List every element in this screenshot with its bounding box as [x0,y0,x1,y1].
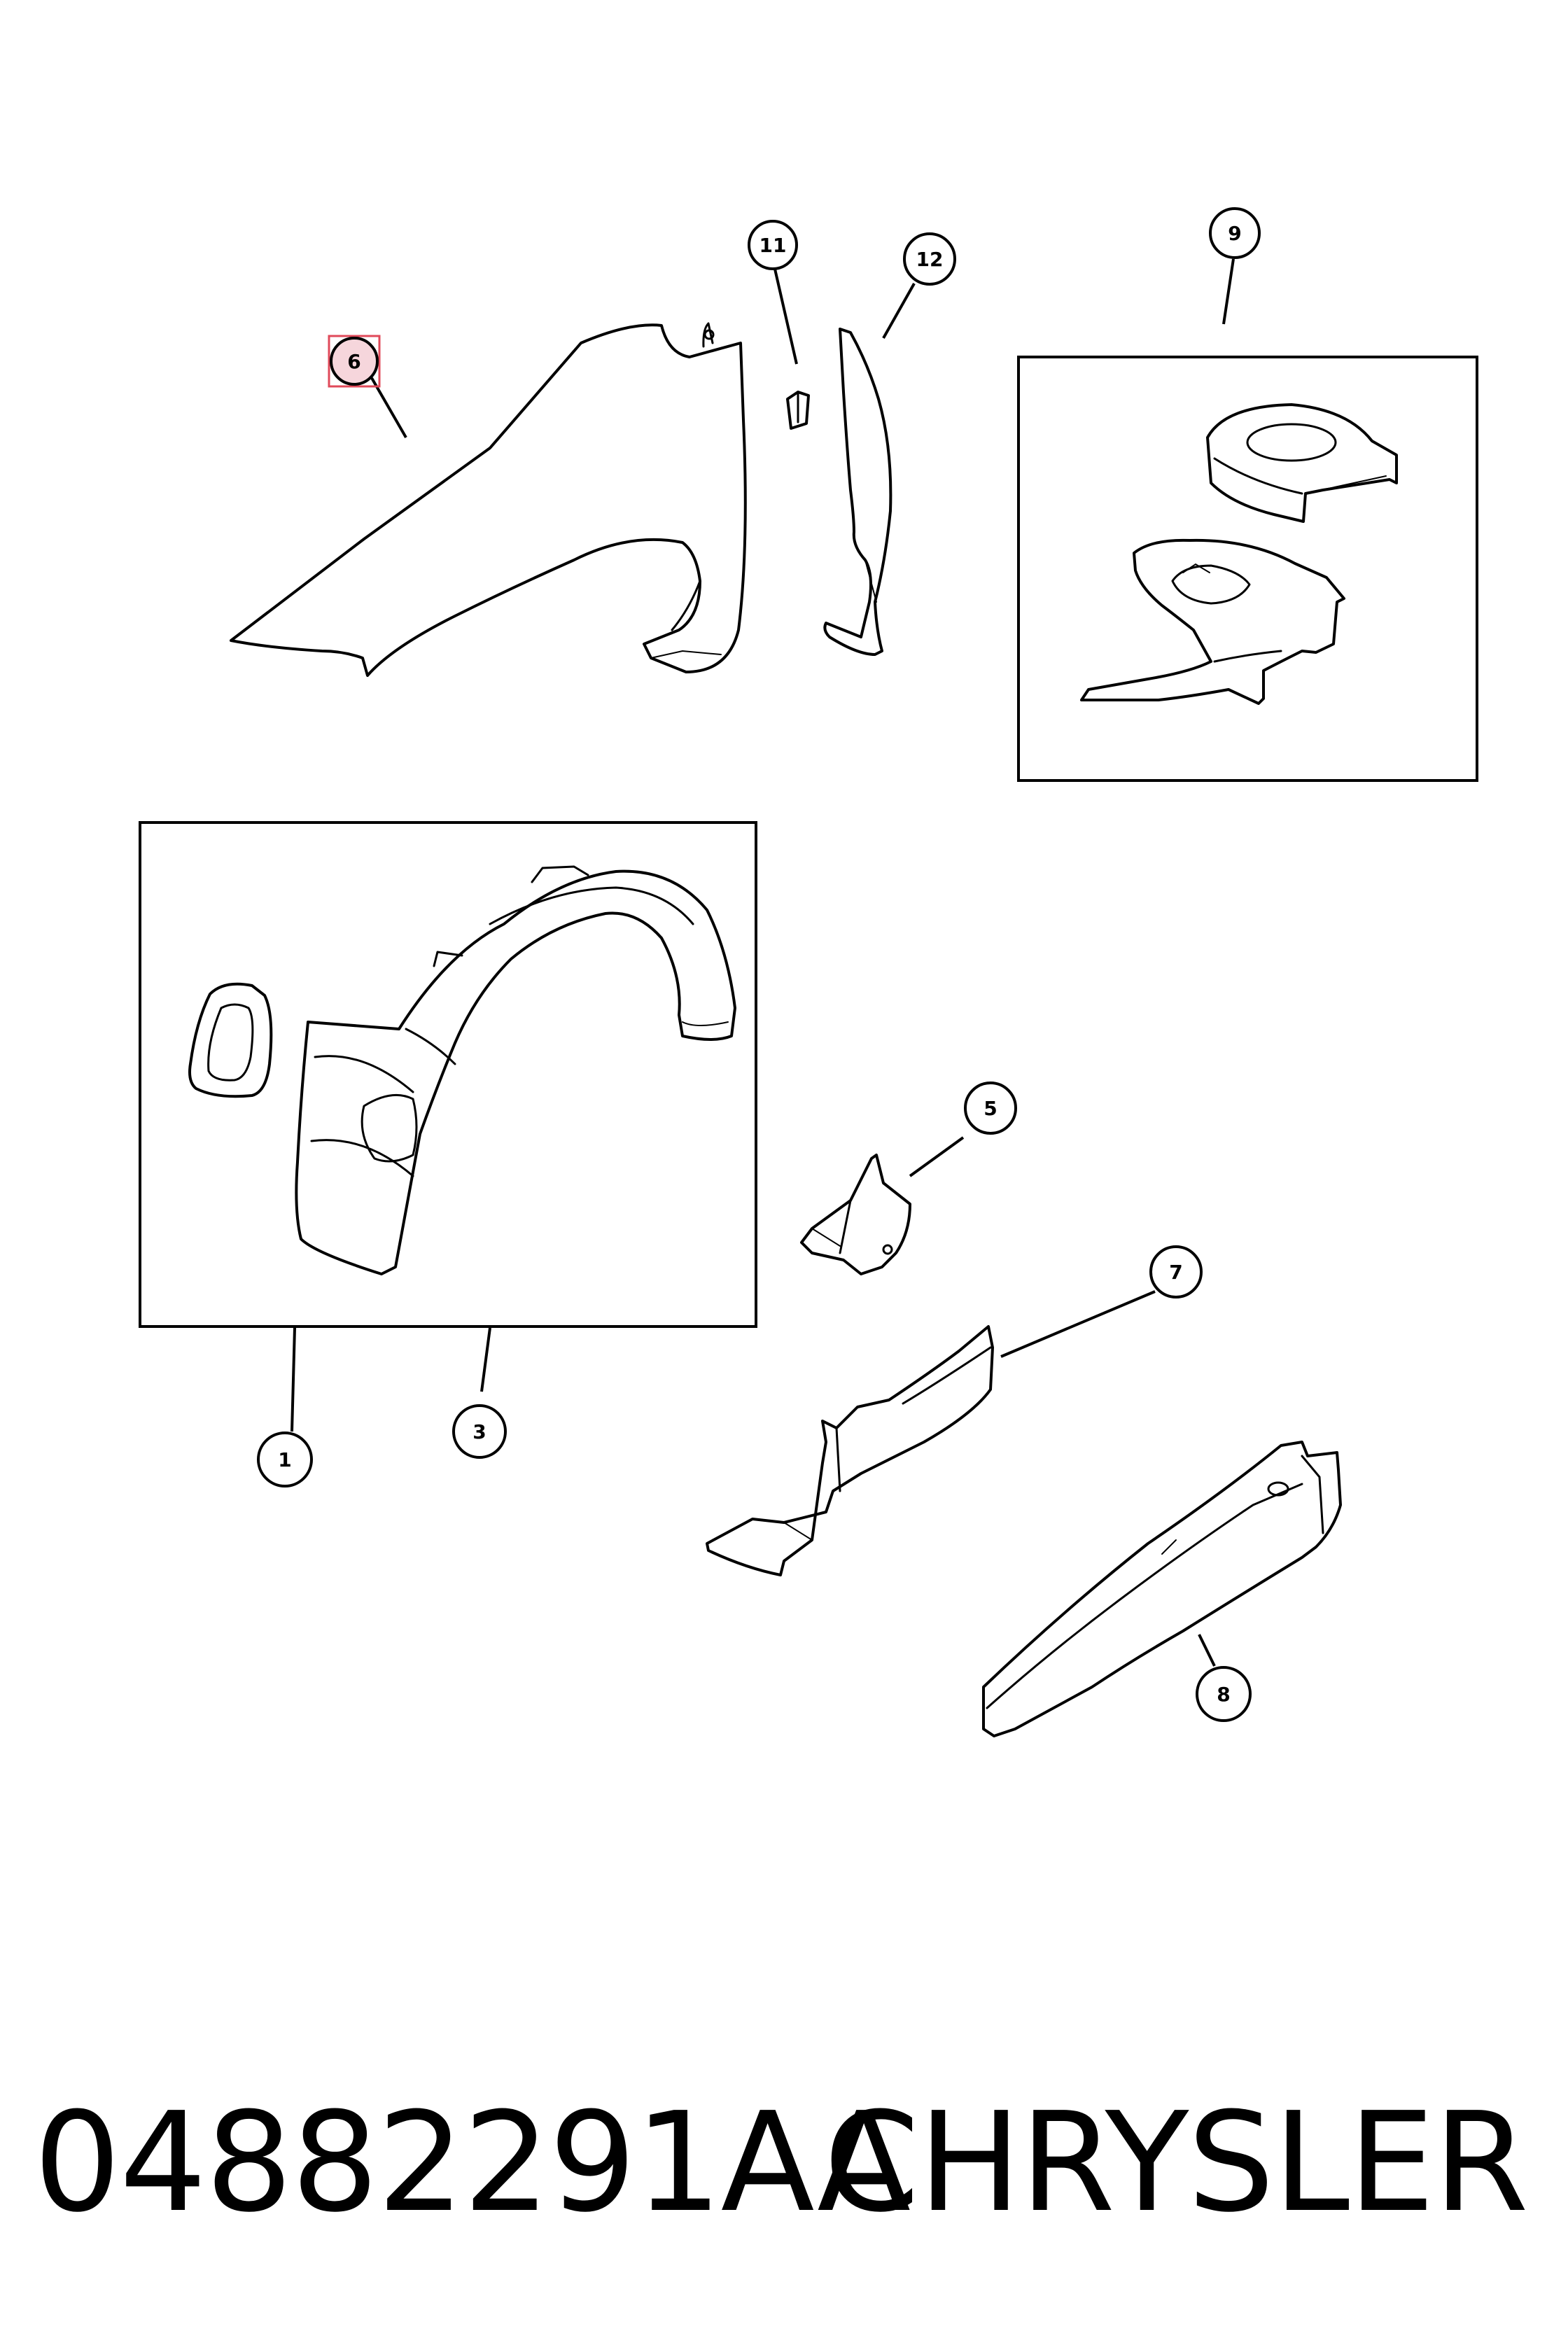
brand-name: CHRYSLER [823,2083,1529,2243]
callout-11-label: 11 [760,234,787,257]
leader-lines [290,258,1235,1667]
callout-9[interactable]: 9 [1209,207,1261,259]
callout-3-label: 3 [472,1420,486,1443]
parts-diagram: 6 11 12 9 5 7 1 3 8 [139,207,1478,1737]
callout-8-label: 8 [1217,1683,1230,1706]
callout-5[interactable]: 5 [964,1082,1017,1135]
footer: 04882291AA CHRYSLER [0,2072,1568,2254]
callout-9-label: 9 [1228,222,1241,245]
bracket-part [800,1154,911,1275]
callout-8[interactable]: 8 [1196,1666,1252,1722]
shock-tower-part [1080,538,1345,705]
clip-part [786,391,810,430]
box-9-frame [1017,356,1478,782]
callout-6[interactable]: 6 [328,335,381,388]
seal-strip-part [823,328,892,656]
callout-7[interactable]: 7 [1149,1245,1203,1298]
shock-tower-cap-part [1206,403,1398,523]
callout-3[interactable]: 3 [452,1404,507,1459]
callout-1-label: 1 [278,1448,291,1471]
callout-7-label: 7 [1169,1261,1182,1284]
callout-11[interactable]: 11 [748,220,798,270]
fender-part [230,322,747,677]
rail-part-8 [982,1441,1342,1737]
part-number: 04882291AA [34,2083,911,2243]
callout-12-label: 12 [916,248,944,271]
callout-12[interactable]: 12 [903,232,956,286]
callout-1[interactable]: 1 [257,1432,313,1488]
rail-part-7 [706,1325,994,1576]
wheelhouse-part [295,865,736,1275]
callout-5-label: 5 [983,1097,997,1120]
grommet-part [188,982,273,1098]
box-wheelhouse-frame [139,821,757,1328]
callout-6-label: 6 [347,350,360,373]
